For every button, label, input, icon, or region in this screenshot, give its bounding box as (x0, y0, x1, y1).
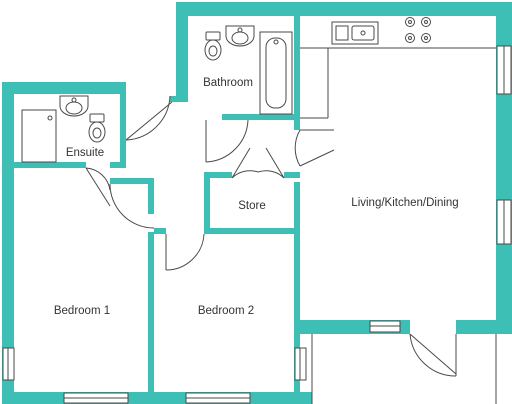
wall-living-left (294, 182, 300, 394)
hob-icon (405, 17, 431, 43)
label-bedroom1: Bedroom 1 (54, 305, 110, 317)
wall-bedroom2-top-right (204, 228, 300, 234)
bath-icon (259, 31, 293, 115)
wall-bottom (2, 392, 312, 404)
wall-ensuite-bottom-left (14, 162, 86, 168)
label-bedroom2: Bedroom 2 (198, 305, 254, 317)
wall-living-bottom-right (456, 320, 512, 334)
wall-store-left (204, 172, 210, 232)
label-living: Living/Kitchen/Dining (351, 197, 458, 209)
bathroom-toilet-icon (204, 31, 222, 61)
door-bathroom (205, 119, 249, 163)
wall-top-bathroom-kitchen (176, 2, 512, 16)
room-labels: Bathroom Ensuite Store Living/Kitchen/Di… (54, 77, 459, 317)
kitchen-worktop (300, 47, 496, 119)
fixtures (21, 17, 431, 163)
door-store-left (231, 147, 259, 179)
bathroom-basin-icon (225, 25, 255, 47)
wall-bedroom2-top-left (154, 228, 166, 234)
wall-ensuite-bottom-right (110, 162, 126, 168)
ensuite-basin-icon (59, 95, 89, 117)
door-living (294, 129, 335, 167)
wall-store-top-right (284, 172, 300, 178)
wall-hall-stub (110, 178, 154, 184)
wall-ensuite-right (120, 94, 126, 164)
door-hall-lower (109, 183, 155, 229)
kitchen-sink-icon (331, 21, 379, 45)
wall-bathroom-bottom (222, 114, 300, 120)
door-store-right (257, 147, 285, 179)
door-hall-upper (125, 95, 173, 141)
wall-bathroom-right (294, 16, 300, 130)
label-bathroom: Bathroom (203, 77, 253, 89)
wall-top-ensuite (2, 82, 126, 94)
wall-bathroom-left (176, 2, 188, 98)
wall-bedroom-divider-lower (148, 232, 154, 394)
ensuite-shower-icon (21, 109, 57, 163)
label-ensuite: Ensuite (66, 147, 104, 159)
terrace-outline (311, 334, 497, 404)
wall-bedroom-divider-upper (148, 178, 154, 214)
wall-store-top-left (204, 172, 232, 178)
wall-hall-corner (170, 96, 188, 102)
doors (85, 95, 457, 377)
windows (2, 45, 512, 404)
door-terrace (409, 333, 457, 377)
door-ensuite (85, 167, 111, 207)
ensuite-toilet-icon (88, 113, 106, 143)
wall-left (2, 82, 14, 404)
door-bedroom2 (165, 233, 205, 271)
label-store: Store (238, 200, 266, 212)
thin-lines (300, 47, 497, 404)
